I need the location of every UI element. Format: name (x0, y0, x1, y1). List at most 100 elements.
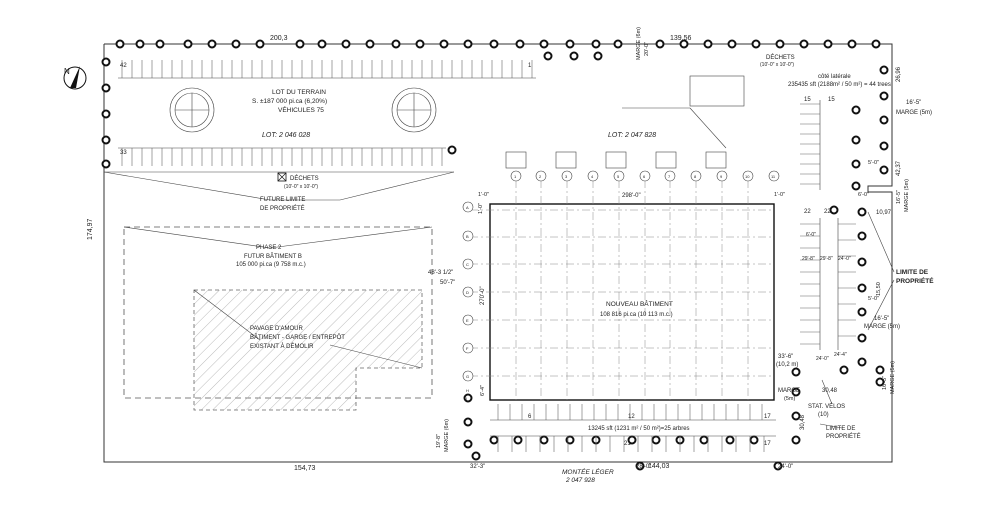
dim-bldg-lower: 6'-4" (480, 385, 486, 396)
pavage-2: BÂTIMENT - GARGE / ENTREPÔT (250, 334, 345, 341)
svg-text:I: I (466, 396, 467, 401)
phase2-title: PHASE 2 (256, 245, 282, 251)
svg-text:A: A (466, 205, 469, 210)
svg-text:F: F (466, 346, 469, 351)
count-right-top-b: 15 (828, 97, 835, 103)
dim-top-marge: MARGE (6m) (636, 27, 642, 60)
new-building (489, 203, 775, 401)
svg-text:D: D (466, 290, 469, 295)
dim-small-1: 1'-0" (478, 192, 489, 198)
dim-bldg-height: 270'-0" (480, 286, 486, 305)
dim-bldg-width: 298'-0" (622, 193, 641, 199)
dim-small-3: 1'-0" (774, 192, 785, 198)
dim-small-2: 1'-0" (478, 203, 484, 214)
count-right-mid-a: 22 (804, 209, 811, 215)
stat-velos-1: STAT. VÉLOS (808, 403, 845, 410)
dim-bottom-a: 32'-3" (470, 464, 485, 470)
north-arrow-icon: N (63, 66, 87, 90)
svg-text:5: 5 (617, 174, 620, 179)
dim-phase-offset: 48'-3 1/2" (428, 270, 453, 276)
dim-bldg-gap: 50'-7" (440, 280, 455, 286)
tree-row-top (101, 39, 881, 169)
dim-right-3: 29'-8" (820, 256, 833, 262)
count-left-bottom-start: 33 (120, 150, 127, 156)
future-limit-1: FUTURE LIMITE (260, 197, 305, 203)
count-bottom-d: 21 (624, 441, 631, 447)
property-line (103, 43, 893, 463)
lot-left: LOT: 2 046 028 (262, 132, 310, 139)
dim-right-mid-marge-lbl: MARGE (5m) (864, 324, 900, 330)
dechets-1-size: (10'-0" x 10'-0") (284, 184, 318, 190)
montee-1: MONTÉE LÉGER (562, 467, 614, 476)
dim-left-side: 174,97 (87, 218, 94, 240)
dechets-2-size: (10'-0" x 10'-0") (760, 62, 794, 68)
dim-right-4: 24'-0" (838, 256, 851, 262)
dim-top-marge-val: 20'-0" (644, 42, 650, 56)
svg-text:H: H (466, 388, 469, 393)
tree-row-bottom (463, 393, 783, 471)
phase2-sub: FUTUR BÂTIMENT B (244, 253, 302, 260)
svg-text:9: 9 (720, 174, 723, 179)
lot-terrain-area: S. ±187 000 pi.ca (6,20%) (252, 98, 327, 105)
lot-terrain-title: LOT DU TERRAIN (272, 89, 326, 96)
dim-right-upper: 26,96 (896, 66, 902, 82)
svg-text:4: 4 (591, 174, 594, 179)
new-bldg-title: NOUVEAU BÂTIMENT (606, 299, 673, 308)
parking-bottom (490, 404, 776, 452)
dim-tiny-2: 15,50 (876, 282, 882, 296)
dim-bottom-b: 28'-0" (636, 464, 651, 470)
dim-right-low: 30,48 (822, 388, 838, 394)
limite-2-a: LIMITE DE (826, 426, 855, 432)
dim-right-5: 24'-0" (816, 356, 829, 362)
svg-text:E: E (466, 318, 469, 323)
pavage-1: PAVAGE D'AMOUR (250, 326, 303, 332)
dim-tiny-4: 5'-0" (868, 160, 879, 166)
dim-bottom-right: 144,03 (648, 463, 670, 470)
dim-right-side-val2: 16'-5" (882, 376, 888, 390)
svg-text:G: G (466, 374, 469, 379)
svg-text:B: B (466, 234, 469, 239)
parking-right (800, 100, 856, 350)
dim-left-marge: MARGE (6m) (444, 419, 450, 452)
svg-text:C: C (466, 262, 469, 267)
dim-right-side-val: 16'-5" (896, 190, 902, 204)
loading-docks (505, 75, 745, 169)
existing-building-hatch (193, 289, 423, 411)
dim-bottom-left: 154,73 (294, 465, 316, 472)
svg-text:7: 7 (668, 174, 671, 179)
count-right-top-a: 15 (804, 97, 811, 103)
svg-text:1: 1 (514, 174, 517, 179)
dechets-1-symbol (277, 172, 287, 182)
dim-right-2: 29'-8" (802, 256, 815, 262)
dim-right-1: 6'-0" (806, 232, 816, 238)
dim-right-block-a: 33'-6" (778, 354, 793, 360)
limite-1-b: PROPRIÉTÉ (896, 276, 934, 285)
dim-right-6: 24'-4" (834, 352, 847, 358)
count-bottom-b: 12 (628, 414, 635, 420)
new-building-grid (470, 180, 774, 400)
future-limit-2: DE PROPRIÉTÉ (260, 205, 305, 212)
grid-row-labels: A B C D E F G H I (466, 205, 469, 401)
svg-text:10: 10 (745, 174, 750, 179)
lot-terrain-vehicles: VÉHICULES 75 (278, 105, 324, 114)
grid-bubbles (462, 170, 780, 382)
svg-text:2: 2 (539, 174, 542, 179)
tree-row-right (791, 65, 889, 445)
count-right-mid-b: 22 (824, 209, 831, 215)
dim-right-block-b: (10,2 m) (776, 362, 798, 368)
dim-left-marge-val: 19'-8" (436, 434, 442, 448)
dim-bottom-c: 24'-0" (778, 464, 793, 470)
dim-right-top-marge: 16'-5" (906, 100, 921, 106)
lot-right: LOT: 2 047 828 (608, 132, 656, 139)
count-left-top-end: 1 (528, 63, 532, 69)
dim-right-block-c: MARGE (778, 388, 800, 394)
count-left-top-start: 42 (120, 63, 127, 69)
stat-velos-2: (10) (818, 412, 829, 418)
bottom-trees: 13245 sft (1231 m² / 50 m²)=25 arbres (588, 426, 690, 432)
dechets-1-title: DÉCHETS (290, 175, 319, 182)
dim-tiny-1: 6'-0" (858, 192, 869, 198)
svg-text:6: 6 (643, 174, 646, 179)
grid-column-labels: 1 2 3 4 5 6 7 8 9 10 11 (514, 174, 776, 179)
limite-2-b: PROPRIÉTÉ (826, 433, 861, 440)
